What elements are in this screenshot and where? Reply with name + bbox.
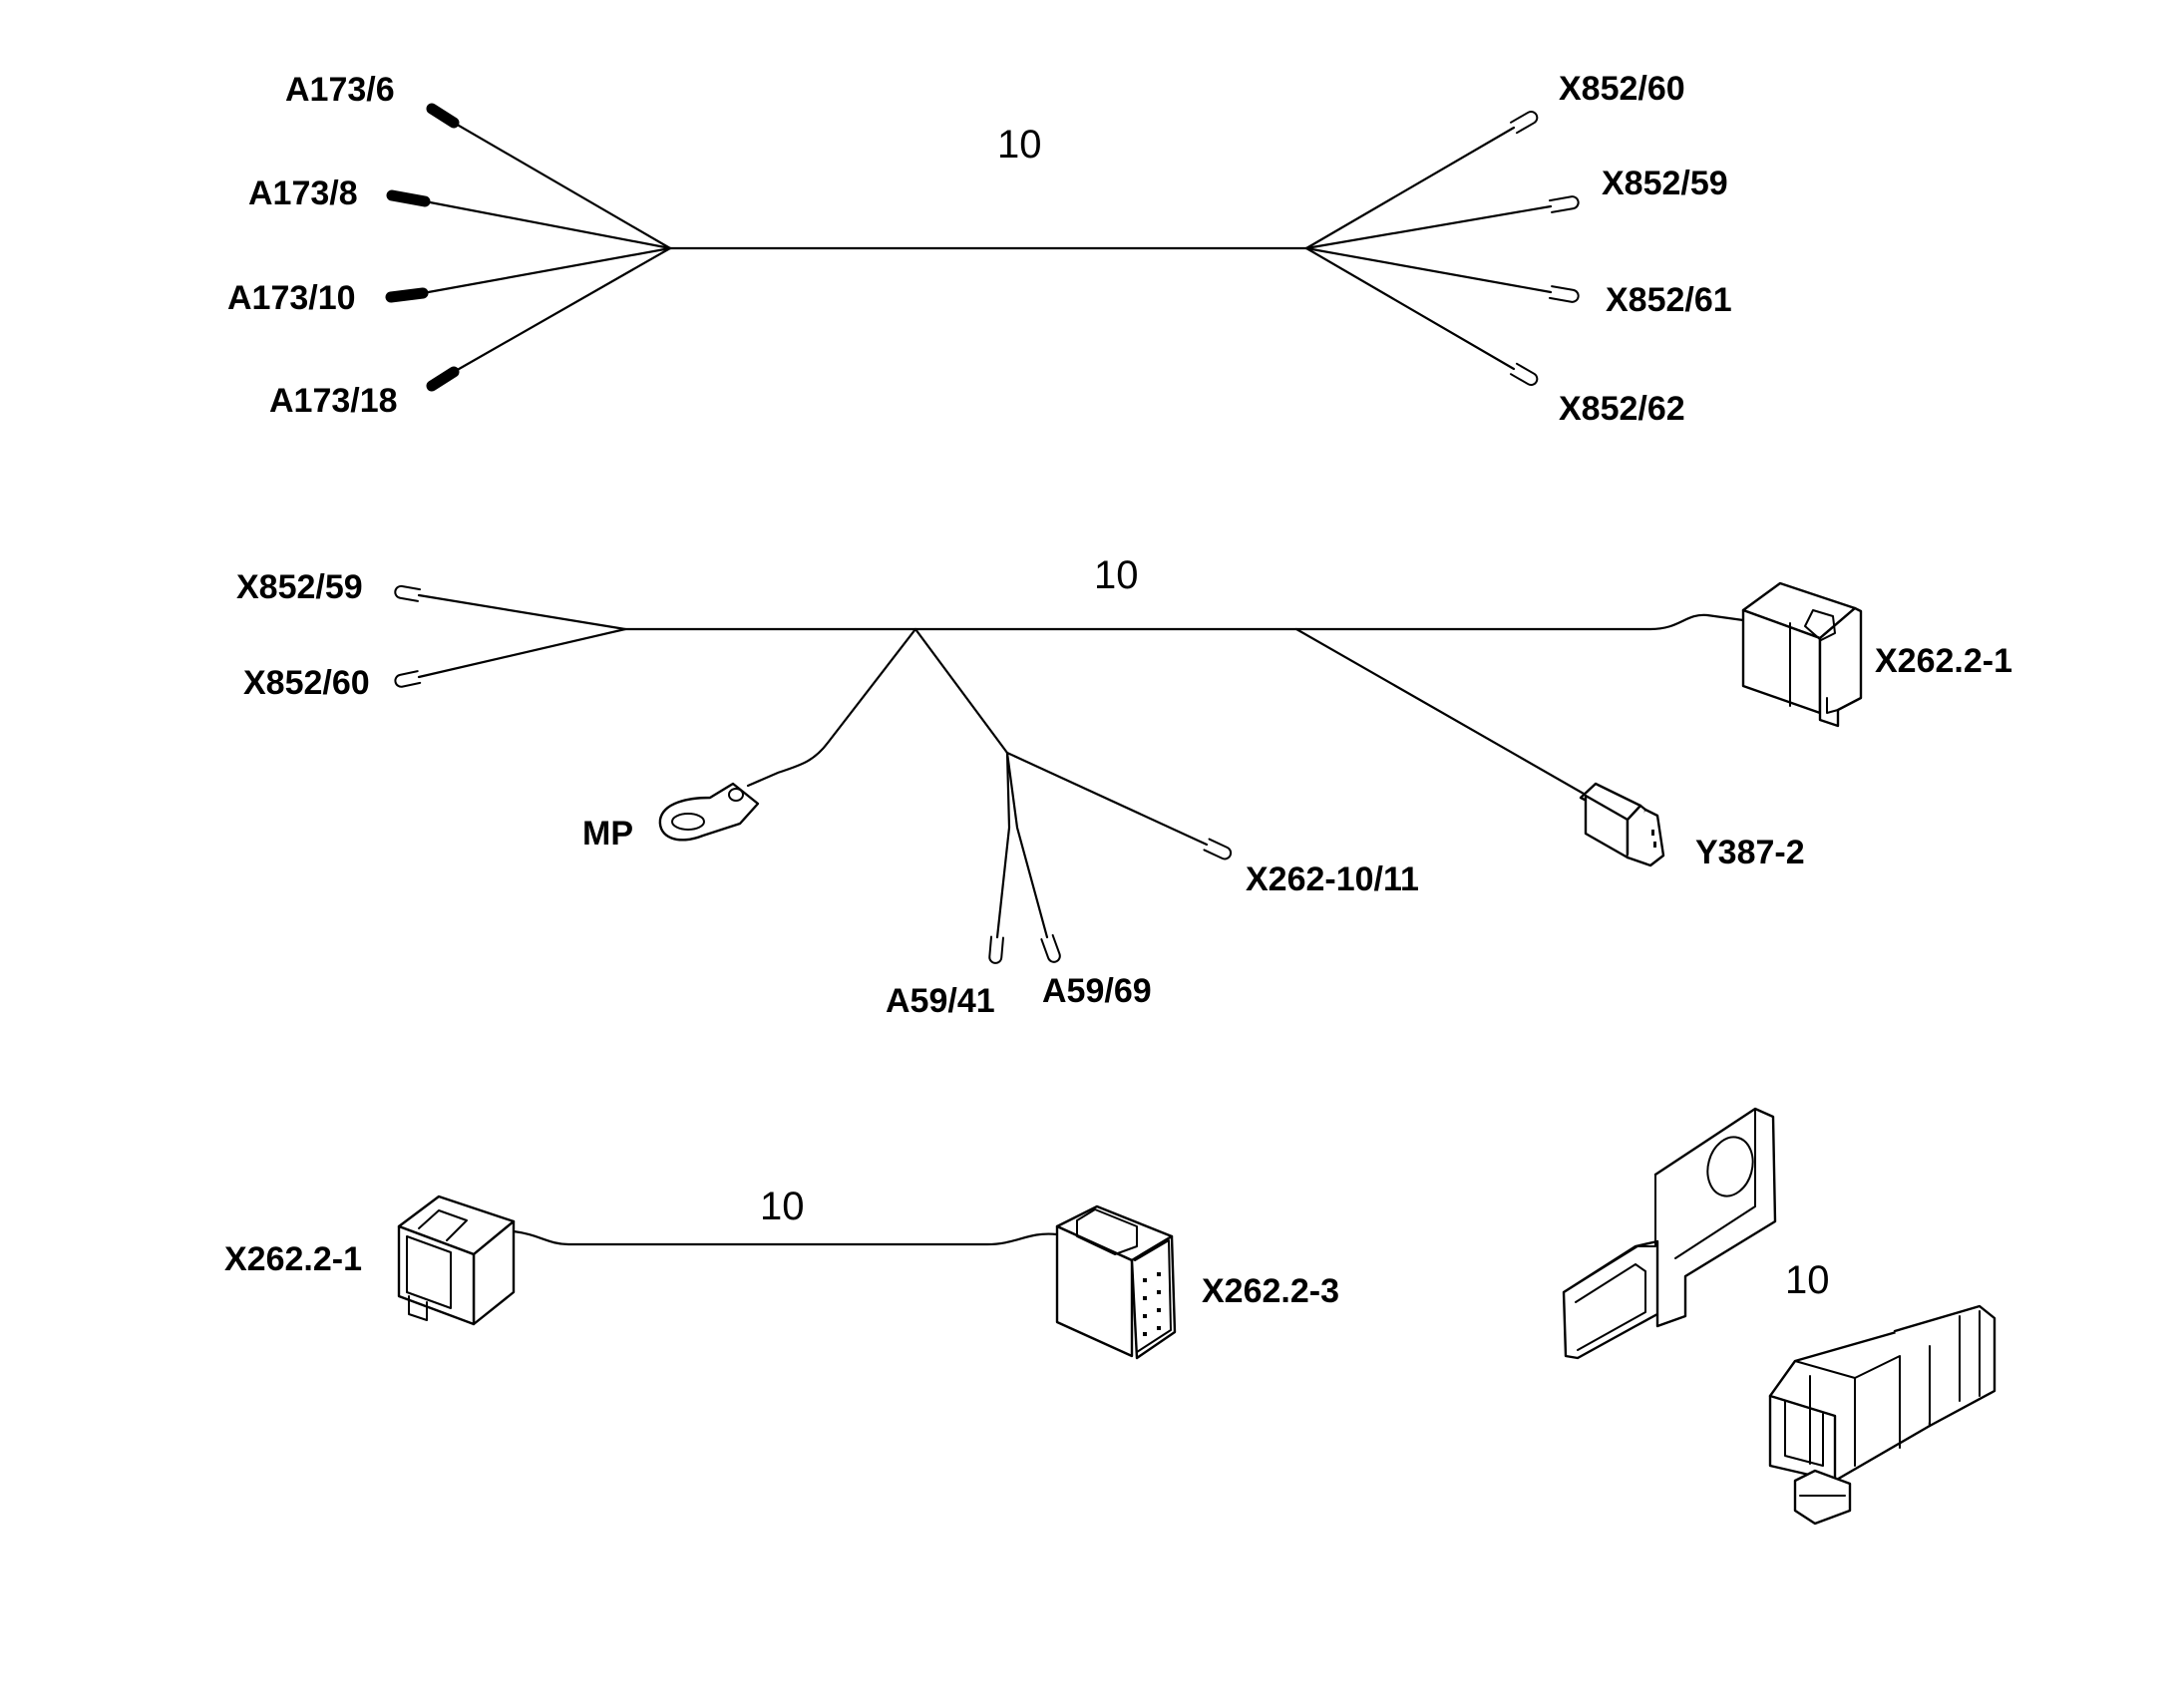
pin-terminal: [426, 366, 460, 392]
label-x262-2-1-right: X262.2-1: [1875, 642, 2012, 680]
harness-3-quantity: 10: [760, 1185, 805, 1228]
harness-3: 10 X262.2-1 X262.2-3: [224, 1185, 1339, 1360]
wire-x852-60-b: [417, 627, 627, 679]
wire-y387-2: [1294, 627, 1593, 800]
label-y387-2: Y387-2: [1695, 834, 1805, 871]
pin-terminal: [385, 287, 429, 303]
label-x852-59: X852/59: [1602, 165, 1728, 202]
socket-terminal: [394, 584, 422, 602]
wire-a59-main: [913, 627, 1009, 755]
label-a173-6: A173/6: [285, 71, 395, 109]
socket-terminal: [988, 935, 1004, 964]
connector-x262-2-1-left: [397, 1195, 516, 1326]
connector-x262-2-1-right: [1741, 581, 1863, 728]
label-x262-2-3: X262.2-3: [1202, 1272, 1339, 1310]
parts-quantity: 10: [1785, 1258, 1830, 1302]
socket-terminal: [394, 670, 422, 688]
pin-terminal: [386, 189, 431, 207]
wire-x852-61: [1304, 246, 1553, 294]
wire-a59-41: [995, 751, 1011, 939]
label-mp: MP: [582, 815, 633, 853]
label-x852-61: X852/61: [1606, 281, 1732, 319]
label-x262-10-11: X262-10/11: [1246, 860, 1419, 898]
label-x262-2-1-left: X262.2-1: [224, 1240, 362, 1278]
ring-terminal: [658, 782, 760, 842]
socket-terminal: [1510, 111, 1539, 135]
harness-3-cable: [512, 1229, 1059, 1246]
wire-x852-60: [1304, 126, 1516, 250]
wire-a173-18: [452, 246, 672, 374]
harness-2-quantity: 10: [1094, 553, 1139, 597]
label-a173-10: A173/10: [227, 279, 356, 317]
label-x852-60: X852/60: [1559, 70, 1685, 108]
socket-terminal: [1510, 362, 1539, 386]
label-x852-59-b: X852/59: [236, 568, 363, 606]
wire-x852-59: [1304, 204, 1553, 250]
label-a173-8: A173/8: [248, 174, 358, 212]
connector-loose: [1768, 1304, 1997, 1526]
wire-a173-6: [452, 121, 672, 250]
wire-ground: [746, 627, 917, 788]
label-a59-41: A59/41: [886, 982, 995, 1020]
label-x852-60-b: X852/60: [243, 664, 370, 702]
harness-1: 10 A173/6 A173/8 A1: [227, 70, 1732, 428]
socket-terminal: [1040, 933, 1061, 963]
connector-x262-2-3: [1055, 1204, 1177, 1360]
wire-x852-59-b: [417, 593, 627, 631]
mounting-bracket: [1562, 1107, 1777, 1360]
wire-x852-62: [1304, 246, 1516, 371]
socket-terminal: [1548, 285, 1580, 303]
pin-terminal: [426, 103, 460, 129]
harness-2-trunk: [623, 613, 1745, 631]
wire-a173-8: [423, 199, 672, 250]
harness-1-quantity: 10: [997, 123, 1042, 167]
label-a173-18: A173/18: [269, 382, 398, 420]
wire-a173-10: [421, 246, 672, 295]
label-x852-62: X852/62: [1559, 390, 1685, 428]
wire-a59-69: [1005, 751, 1049, 939]
connector-y387-2: [1579, 782, 1665, 867]
harness-2: 10: [236, 553, 2012, 1020]
label-a59-69: A59/69: [1042, 972, 1152, 1010]
loose-parts: 10: [1562, 1107, 1997, 1526]
wire-x262-10-11: [1005, 751, 1209, 847]
socket-terminal: [1548, 195, 1580, 213]
socket-terminal: [1203, 838, 1233, 860]
